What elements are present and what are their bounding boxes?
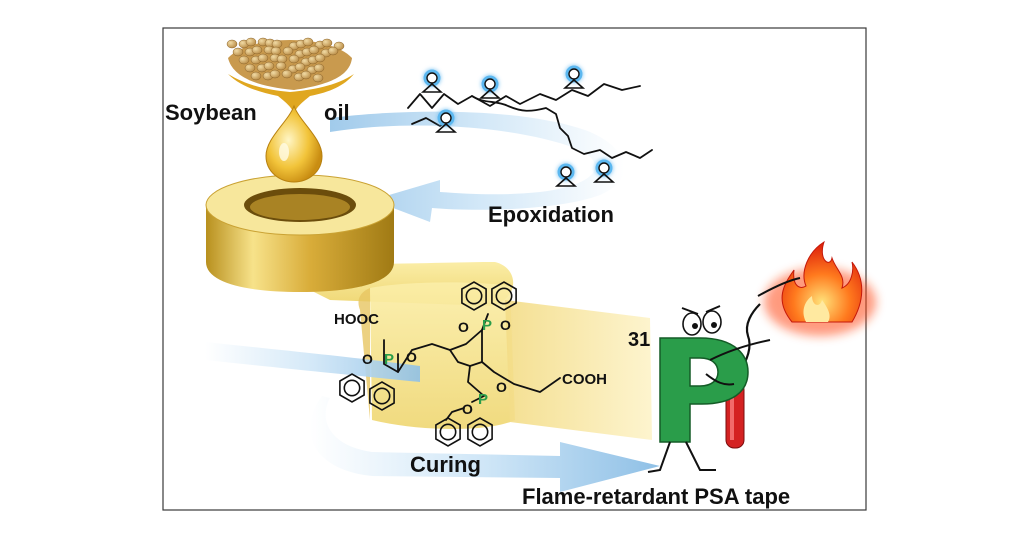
oxygen-atom: O	[462, 401, 473, 417]
soybean	[281, 69, 293, 79]
soybean	[269, 69, 281, 79]
epoxide-group	[554, 163, 578, 187]
soybean	[251, 45, 263, 55]
soybean	[245, 37, 257, 47]
oxygen-atom: O	[406, 349, 417, 365]
aromatic-ring	[435, 417, 461, 447]
soybean-oil-drop	[226, 37, 354, 183]
epoxidized-soybean-oil-structure	[407, 65, 653, 187]
soybean	[271, 39, 283, 49]
curing-arrow	[205, 342, 660, 492]
soybean	[282, 46, 294, 56]
phosphorus-atom: P	[482, 317, 492, 334]
epoxide-group	[478, 75, 502, 99]
soybean	[302, 37, 314, 47]
soybean	[313, 63, 325, 73]
soybean	[276, 54, 288, 64]
phosphorus-atom: P	[384, 351, 394, 368]
aromatic-ring	[467, 417, 493, 447]
soybean	[327, 46, 339, 56]
oxygen-atom: O	[458, 319, 469, 335]
hooc-label: HOOC	[334, 311, 379, 328]
soybean	[314, 53, 326, 63]
tape-roll	[205, 174, 652, 440]
soybean	[308, 45, 320, 55]
soybean	[232, 47, 244, 57]
element-number-label: 31	[628, 329, 650, 351]
soybean	[263, 61, 275, 71]
epoxidation-arrow	[330, 111, 625, 222]
epoxide-group	[420, 69, 444, 93]
oxygen-atom: O	[496, 379, 507, 395]
soybean	[300, 70, 312, 80]
soybean	[294, 62, 306, 72]
aromatic-ring	[369, 381, 395, 411]
phosphorus-mascot	[647, 277, 801, 473]
cured-network-structure	[339, 281, 561, 447]
aromatic-ring	[339, 373, 365, 403]
curing-label: Curing	[410, 452, 481, 477]
soybean	[321, 38, 333, 48]
oil-label: oil	[324, 100, 350, 125]
epoxidation-label: Epoxidation	[488, 202, 614, 227]
soybean	[250, 71, 262, 81]
epoxide-group	[592, 159, 616, 183]
epoxide-group	[434, 109, 458, 133]
aromatic-ring	[491, 281, 517, 311]
flame-icon	[764, 240, 876, 336]
soybean	[226, 39, 238, 49]
tape-label: Flame-retardant PSA tape	[522, 484, 790, 509]
soybean	[275, 61, 287, 71]
soybean	[244, 63, 256, 73]
soybean	[288, 54, 300, 64]
soybean	[270, 46, 282, 56]
soybean	[257, 53, 269, 63]
oxygen-atom: O	[500, 317, 511, 333]
phosphorus-atom: P	[478, 391, 488, 408]
soybean	[312, 73, 324, 83]
aromatic-ring	[461, 281, 487, 311]
cooh-label: COOH	[562, 371, 607, 388]
oxygen-atom: O	[362, 351, 373, 367]
soybean-label: Soybean	[165, 100, 257, 125]
soybean	[238, 55, 250, 65]
epoxide-group	[562, 65, 586, 89]
